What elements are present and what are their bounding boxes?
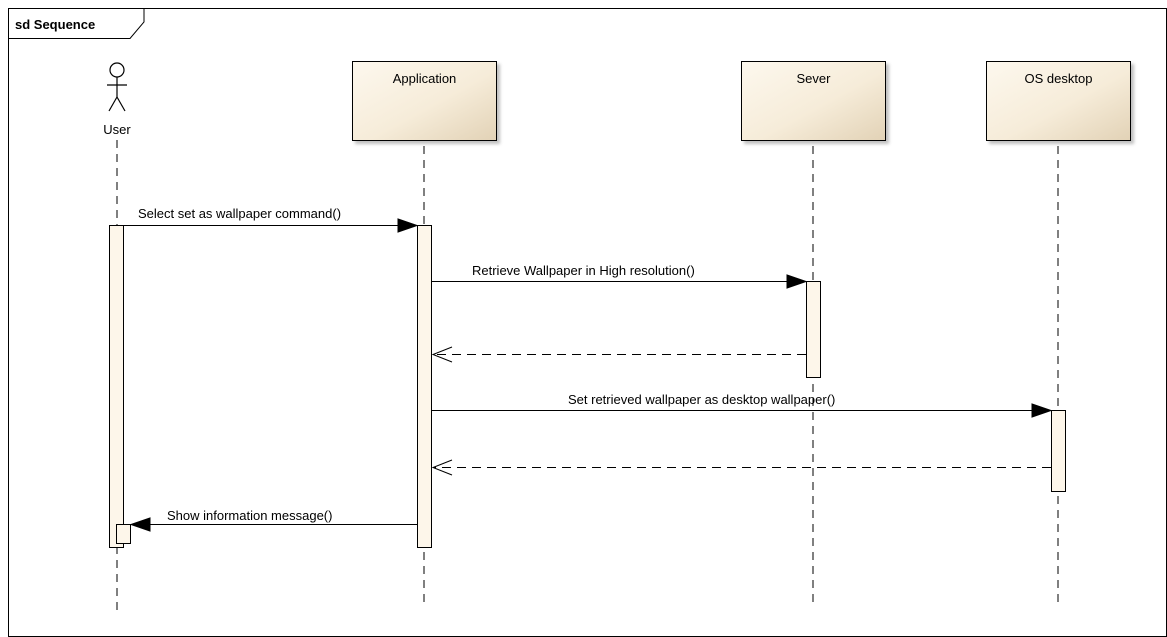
activation-user <box>109 225 124 548</box>
frame-title-tab <box>8 8 145 39</box>
message-label-retrieve-wallpaper: Retrieve Wallpaper in High resolution() <box>472 263 695 278</box>
arrowhead-filled-icon <box>129 517 151 532</box>
actor-user-icon <box>109 62 125 78</box>
actor-user <box>107 62 127 112</box>
participant-application: Application <box>352 61 497 141</box>
message-label-select-wallpaper: Select set as wallpaper command() <box>138 206 341 221</box>
activation-sever <box>806 281 821 378</box>
arrowhead-open-icon <box>431 459 453 476</box>
participant-os-desktop-label: OS desktop <box>1025 71 1093 86</box>
activations <box>109 225 1066 548</box>
participant-application-label: Application <box>393 71 457 86</box>
message-labels: Select set as wallpaper command() Retrie… <box>138 206 835 523</box>
actor-user-label: User <box>103 122 131 137</box>
arrowhead-filled-icon <box>786 274 808 289</box>
activation-os-desktop <box>1051 410 1066 492</box>
participant-os-desktop: OS desktop <box>986 61 1131 141</box>
frame-title: sd Sequence <box>15 17 95 32</box>
participant-sever: Sever <box>741 61 886 141</box>
arrowhead-filled-icon <box>1031 403 1053 418</box>
activation-user-nested <box>116 524 131 544</box>
message-label-set-wallpaper: Set retrieved wallpaper as desktop wallp… <box>568 392 835 407</box>
activation-application <box>417 225 432 548</box>
arrowhead-filled-icon <box>397 218 419 233</box>
participant-sever-label: Sever <box>797 71 832 86</box>
messages <box>124 218 1053 532</box>
message-label-show-info: Show information message() <box>167 508 332 523</box>
arrowhead-open-icon <box>431 346 453 363</box>
